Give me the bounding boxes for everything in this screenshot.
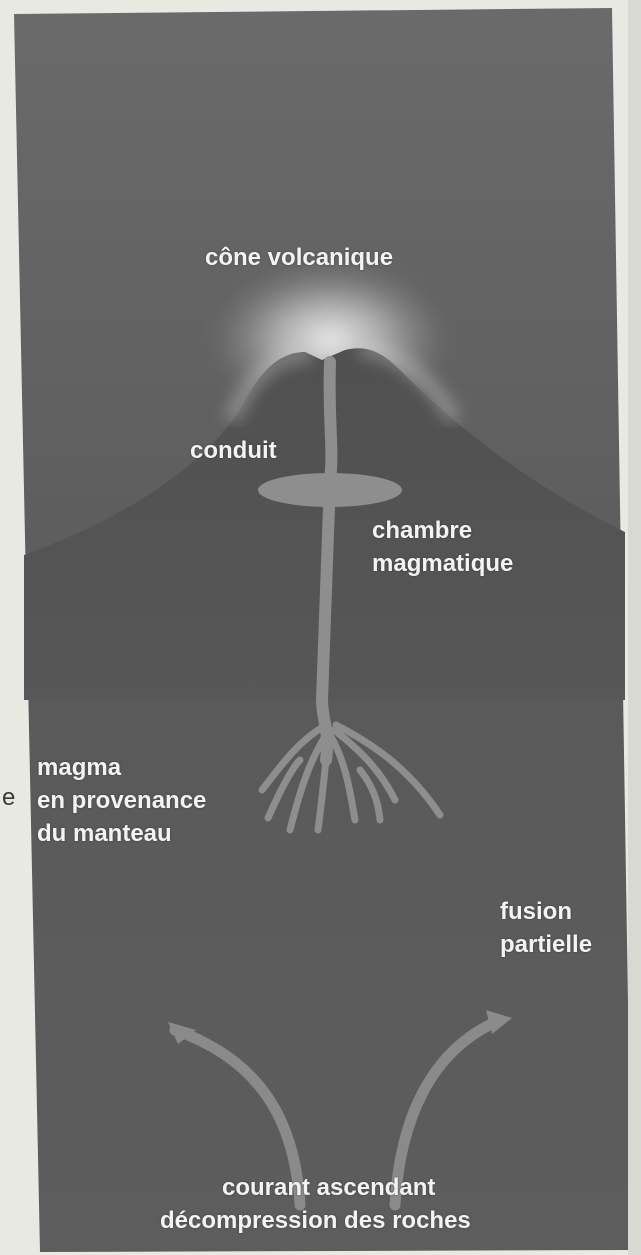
label-partielle: partielle	[500, 929, 592, 960]
page-edge	[628, 0, 641, 1255]
label-conduit: conduit	[190, 435, 277, 466]
label-cone-volcanique: cône volcanique	[205, 242, 393, 273]
label-courant-ascendant: courant ascendant	[222, 1172, 435, 1203]
label-chambre: chambre	[372, 515, 472, 546]
stray-margin-letter: e	[2, 784, 15, 812]
magma-chamber	[258, 473, 402, 507]
label-en-provenance: en provenance	[37, 785, 206, 816]
label-fusion: fusion	[500, 896, 572, 927]
label-du-manteau: du manteau	[37, 818, 172, 849]
label-magma: magma	[37, 752, 121, 783]
label-decompression: décompression des roches	[160, 1205, 471, 1236]
label-magmatique: magmatique	[372, 548, 513, 579]
